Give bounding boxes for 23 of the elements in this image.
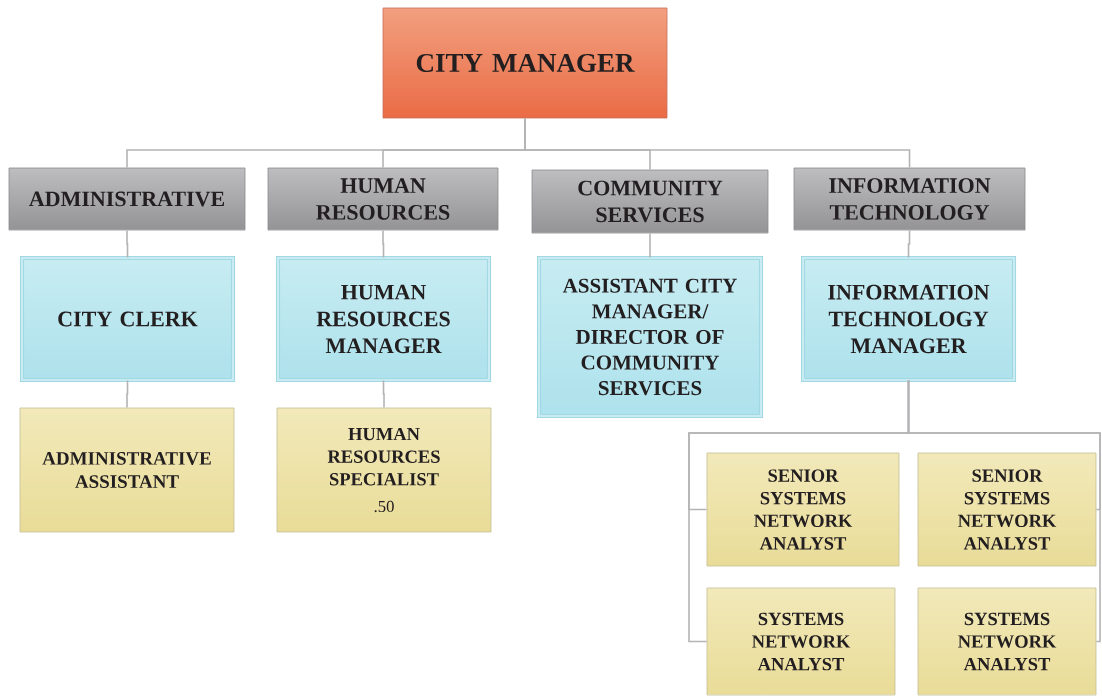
department-box: INFORMATION TECHNOLOGY (793, 167, 1026, 231)
position-box: SYSTEMS NETWORK ANALYST (917, 587, 1097, 696)
position-box: SENIOR SYSTEMS NETWORK ANALYST (917, 452, 1097, 567)
connector-line (649, 232, 651, 259)
position-box: HUMAN RESOURCES SPECIALIST .50 (276, 407, 492, 533)
connector-line (382, 379, 385, 409)
connector-line (524, 117, 911, 169)
connector-line (907, 379, 1101, 643)
position-box: HUMAN RESOURCES MANAGER (275, 255, 492, 383)
connector-line (126, 229, 129, 259)
position-box: INFORMATION TECHNOLOGY MANAGER (800, 255, 1017, 383)
connector-line (126, 379, 129, 409)
position-box: SYSTEMS NETWORK ANALYST (706, 587, 896, 696)
department-box: HUMAN RESOURCES (267, 167, 499, 231)
manager-box: CITY MANAGER (382, 7, 668, 119)
connector-line (382, 229, 385, 259)
position-box: SENIOR SYSTEMS NETWORK ANALYST (706, 452, 900, 567)
position-box: CITY CLERK (19, 255, 236, 383)
position-box: ASSISTANT CITY MANAGER/ DIRECTOR OF COMMUNITY SERVICES (536, 255, 764, 419)
department-box: COMMUNITY SERVICES (531, 169, 769, 234)
position-box: ADMINISTRATIVE ASSISTANT (19, 407, 235, 533)
department-box: ADMINISTRATIVE (8, 167, 246, 231)
connector-line (907, 229, 911, 259)
